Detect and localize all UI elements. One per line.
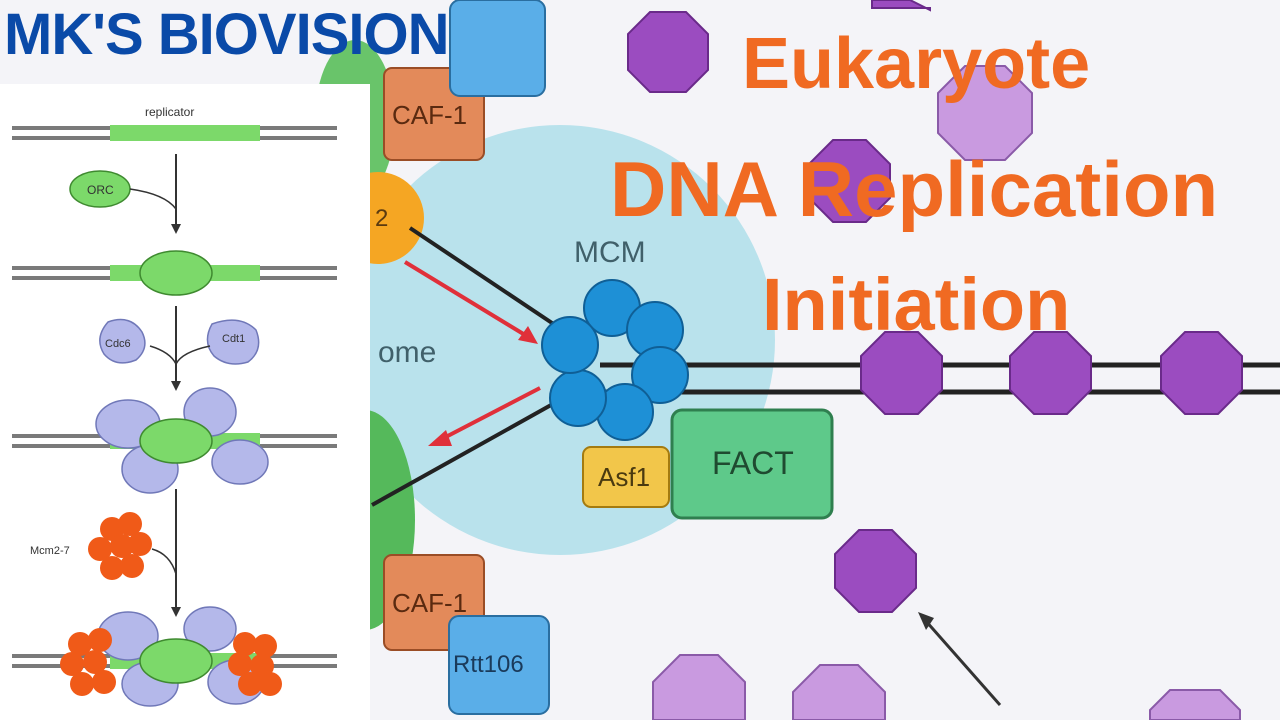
brand-title: MK'S BIOVISION (4, 2, 450, 67)
mcm-label-inset: Mcm2-7 (30, 545, 70, 557)
red-arrowhead-out (428, 430, 452, 446)
red-arrowhead-in (518, 326, 538, 344)
title-line-3: Initiation (762, 263, 1071, 346)
pol-label: 2 (375, 205, 388, 232)
orc-label: ORC (87, 183, 114, 197)
asf1-box (582, 446, 670, 508)
nucleosomes-light (652, 65, 1241, 720)
cdc6-label: Cdc6 (105, 338, 131, 350)
asf1-label: Asf1 (598, 462, 650, 492)
mcm-label: MCM (574, 236, 646, 269)
red-arrow-in (403, 260, 532, 340)
caf1-label-top: CAF-1 (392, 100, 467, 130)
title-line-2: DNA Replication (610, 145, 1219, 233)
title-line-1: Eukaryote (742, 24, 1091, 104)
connector-line-top (408, 226, 557, 327)
grey-arrow (923, 619, 1002, 706)
cdt1-protein (206, 319, 260, 365)
dna-row-2 (12, 250, 337, 296)
caf1-label-bottom: CAF-1 (392, 588, 467, 618)
replicator-label: replicator (145, 105, 194, 119)
dna-row-1 (12, 125, 337, 141)
mcm-complex (88, 512, 152, 580)
dna-row-3 (12, 387, 337, 494)
red-arrow-out (439, 386, 541, 442)
cdc6-protein (99, 318, 146, 364)
connector-line-bottom (371, 398, 561, 507)
fact-box (670, 408, 834, 520)
rtt106-box (448, 615, 550, 715)
mcm-ring (541, 279, 689, 441)
cdt1-label: Cdt1 (222, 333, 245, 345)
fact-label: FACT (712, 445, 794, 481)
grey-arrowhead (918, 612, 934, 630)
rtt106-label: Rtt106 (453, 651, 524, 678)
blue-box-top (449, 0, 546, 97)
some-label: ome (378, 336, 436, 369)
dna-row-4 (12, 606, 337, 707)
inset-diagram: replicator ORC Cdc6 Cdt1 Mcm2-7 (0, 84, 370, 720)
nucleosomes (627, 0, 1243, 613)
